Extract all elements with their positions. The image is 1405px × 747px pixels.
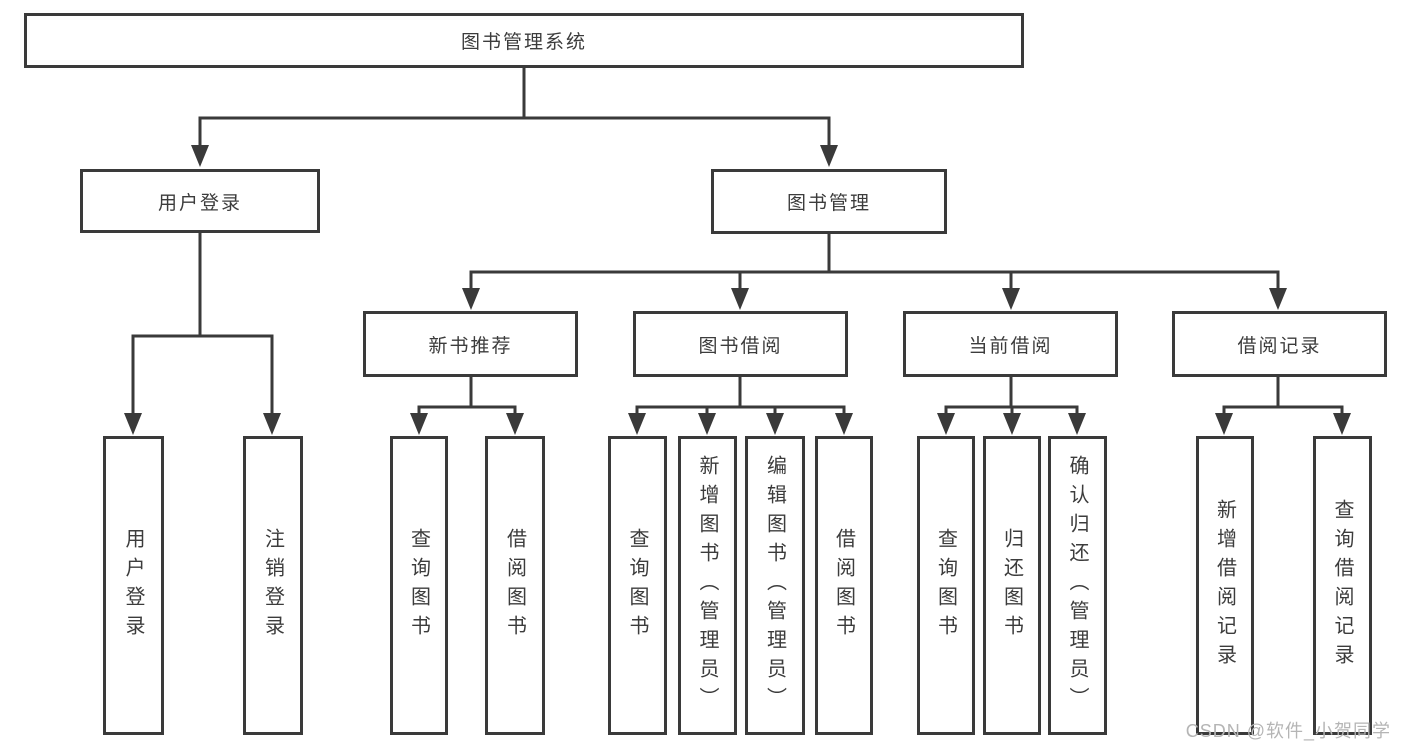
- node-root-system: 图书管理系统: [24, 13, 1024, 68]
- leaf-borrow-books-recommend: 借阅图书: [485, 436, 545, 735]
- node-user-login: 用户登录: [80, 169, 320, 233]
- leaf-add-book-admin: 新增图书（管理员）: [678, 436, 737, 735]
- leaf-borrow-books-borrowing: 借阅图书: [815, 436, 873, 735]
- leaf-edit-book-admin: 编辑图书（管理员）: [745, 436, 805, 735]
- leaf-return-books: 归还图书: [983, 436, 1041, 735]
- leaf-query-books-current: 查询图书: [917, 436, 975, 735]
- leaf-user-login: 用户登录: [103, 436, 164, 735]
- node-new-book-recommend: 新书推荐: [363, 311, 578, 377]
- leaf-confirm-return-admin: 确认归还（管理员）: [1048, 436, 1107, 735]
- node-book-borrowing: 图书借阅: [633, 311, 848, 377]
- leaf-query-books-borrowing: 查询图书: [608, 436, 667, 735]
- leaf-query-books-recommend: 查询图书: [390, 436, 448, 735]
- node-current-borrowing: 当前借阅: [903, 311, 1118, 377]
- leaf-add-borrow-record: 新增借阅记录: [1196, 436, 1254, 735]
- leaf-logout: 注销登录: [243, 436, 303, 735]
- arrowhead-icons: [124, 145, 1351, 435]
- csdn-watermark: CSDN @软件_小贺同学: [1185, 721, 1391, 741]
- node-book-management: 图书管理: [711, 169, 947, 234]
- leaf-query-borrow-record: 查询借阅记录: [1313, 436, 1372, 735]
- tree-edge-lines: [131, 66, 1344, 417]
- node-borrowing-records: 借阅记录: [1172, 311, 1387, 377]
